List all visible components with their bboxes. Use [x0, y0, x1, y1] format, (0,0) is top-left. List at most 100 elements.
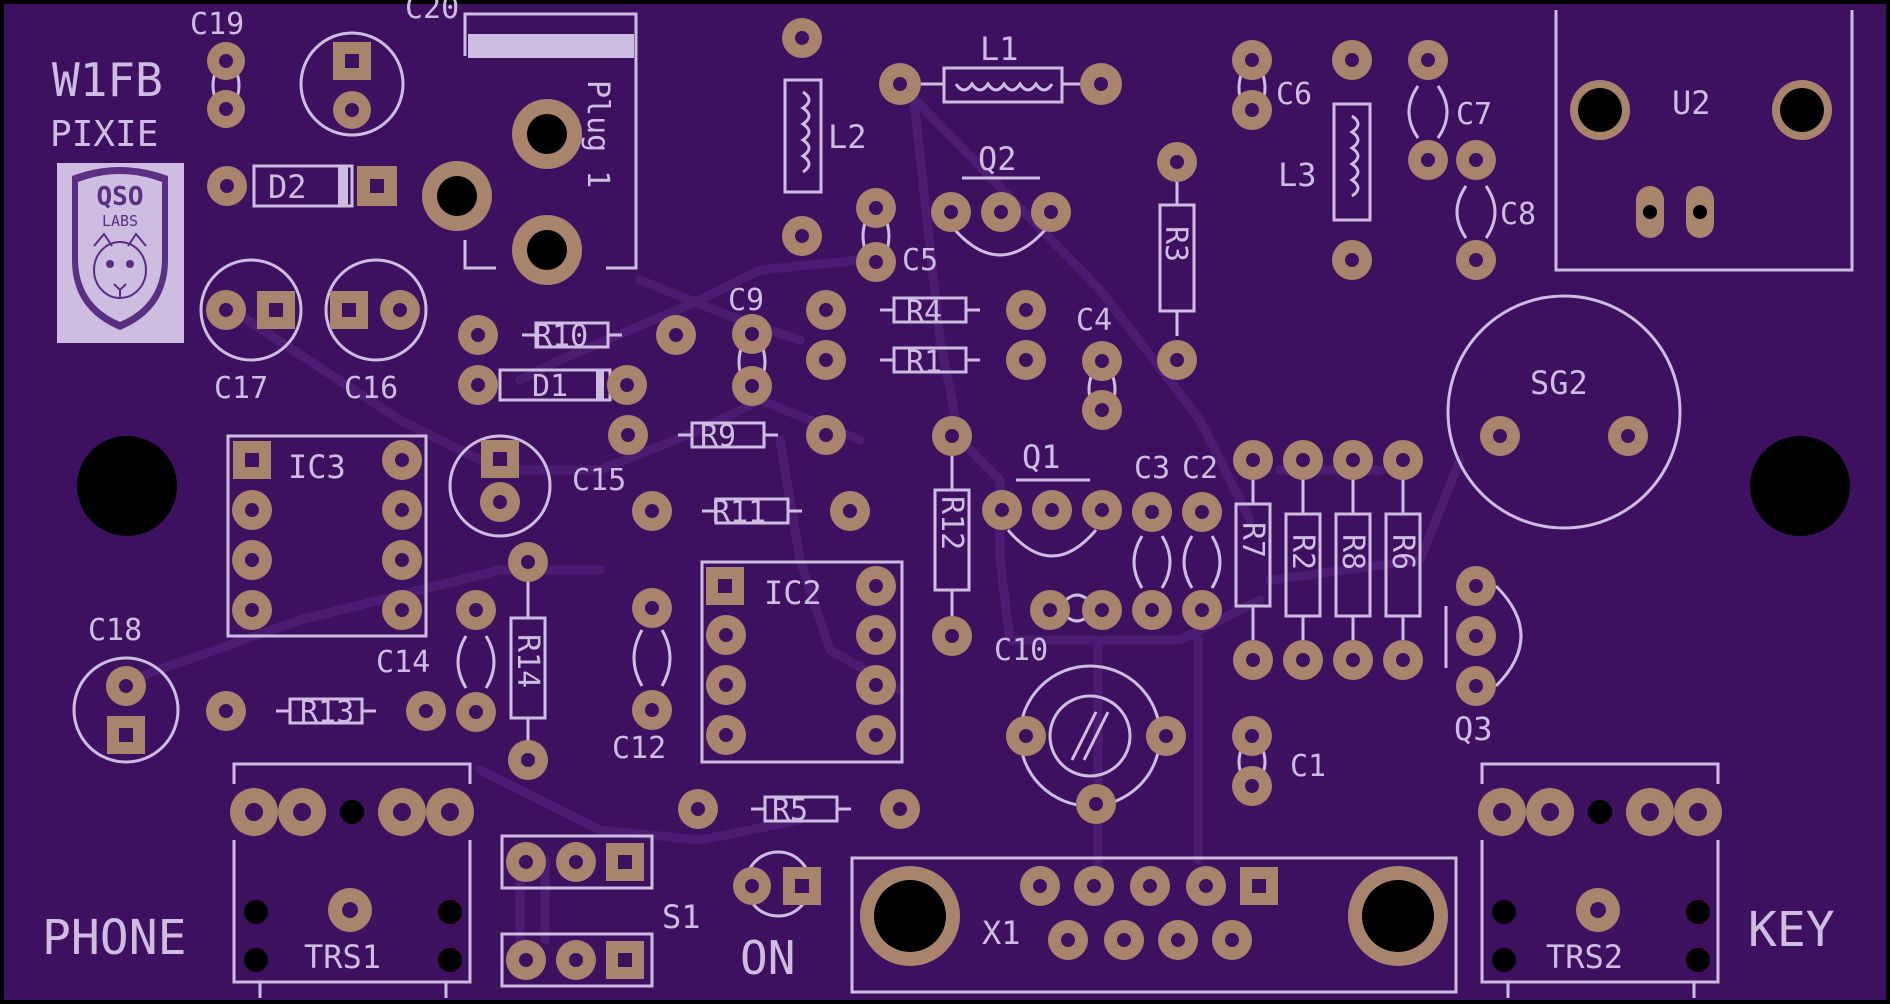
- trs2-label: TRS2: [1546, 938, 1623, 976]
- callsign-label: W1FB: [52, 53, 163, 107]
- c12-label: C12: [612, 731, 666, 766]
- capacitor-c2: [1182, 492, 1222, 630]
- capacitor-c14: C15: [448, 434, 626, 538]
- transistor-q2: Q2: [931, 140, 1071, 257]
- inductor-l3: L3: [1278, 40, 1372, 280]
- x1-label: X1: [982, 914, 1021, 952]
- inductor-l2: L2: [782, 18, 867, 256]
- capacitor-c17: C18: [72, 613, 180, 764]
- c15-label: C16: [344, 371, 398, 406]
- capacitor-c4: C4: [1076, 303, 1122, 430]
- transistor-q3: Q3: [1444, 566, 1523, 748]
- q3-label: Q3: [1454, 710, 1493, 748]
- r14-label: R14: [510, 634, 545, 688]
- c7-label: C7: [1456, 97, 1492, 132]
- c1-label: C1: [1290, 749, 1326, 784]
- ic3-chip: IC3: [226, 434, 428, 638]
- cheetah-head-icon: [93, 232, 147, 299]
- capacitor-c20: [299, 31, 405, 137]
- capacitor-c1: C1: [1232, 716, 1326, 806]
- c16-label: C17: [214, 371, 268, 406]
- capacitor-c9: C9: [728, 283, 772, 406]
- logo-line1: QSO: [97, 182, 144, 212]
- r4-label: R4: [906, 295, 942, 330]
- led-on-indicator: ON: [733, 850, 821, 985]
- resistor-r6: R6: [1383, 440, 1423, 680]
- capacitor-c19: [207, 42, 245, 128]
- resistor-r3: R3: [1157, 142, 1197, 380]
- x1-db9-connector: X1: [850, 856, 1458, 994]
- resistor-r14: R14: [508, 542, 548, 780]
- r8-label: R8: [1335, 534, 1370, 570]
- trs2-jack: TRS2: [1478, 762, 1722, 998]
- s1-label: S1: [662, 898, 701, 936]
- resistor-r4: R4: [806, 290, 1046, 330]
- u2-label: U2: [1672, 84, 1711, 122]
- capacitor-c16: C17: [199, 258, 303, 406]
- r1-label: R1: [906, 345, 942, 380]
- q2-label: Q2: [978, 140, 1017, 178]
- qso-labs-logo: QSO LABS: [57, 163, 184, 343]
- resistor-r8: R8: [1333, 440, 1373, 680]
- switch-s1: S1: [500, 834, 701, 988]
- on-label: ON: [740, 931, 795, 985]
- r7-label: R7: [1235, 522, 1270, 558]
- ic3-label: IC3: [288, 448, 346, 486]
- capacitor-c7: C7: [1407, 40, 1492, 180]
- trimmer-potentiometer: [1006, 664, 1186, 824]
- resistor-r5: R5: [678, 789, 920, 829]
- capacitor-c18: C14: [376, 590, 496, 732]
- c18-label: C14: [376, 645, 430, 680]
- r3-label: R3: [1158, 226, 1193, 262]
- d2-label: D2: [268, 168, 307, 206]
- capacitor-c12: C12: [612, 588, 672, 766]
- l3-label: L3: [1278, 156, 1317, 194]
- c19-label: C19: [190, 7, 244, 42]
- project-name-label: PIXIE: [50, 114, 158, 155]
- c8-label: C8: [1500, 197, 1536, 232]
- resistor-r10: R10: [458, 315, 696, 355]
- capacitor-c3: [1132, 492, 1172, 630]
- q1-label: Q1: [1022, 438, 1061, 476]
- resistor-r2: R2: [1283, 440, 1323, 680]
- diode-d2: D2: [207, 164, 397, 208]
- r9-label: R9: [700, 419, 736, 454]
- ic2-label: IC2: [764, 574, 822, 612]
- capacitor-c5: C5: [856, 188, 938, 282]
- c10-label: C10: [994, 633, 1048, 668]
- r11-label: R11: [712, 495, 766, 530]
- mounting-hole-left: [77, 436, 177, 536]
- c5-label: C5: [902, 243, 938, 278]
- r5-label: R5: [772, 793, 808, 828]
- plug1-label: Plug 1: [580, 80, 615, 188]
- u2-module: U2: [1554, 10, 1854, 272]
- r13-label: R13: [300, 695, 354, 730]
- trs1-jack: TRS1: [230, 762, 474, 998]
- resistor-r9: R9: [608, 415, 846, 455]
- key-label: KEY: [1748, 902, 1835, 958]
- c2-label: C2: [1182, 451, 1218, 486]
- c3-label: C3: [1134, 451, 1170, 486]
- c17-label: C18: [88, 613, 142, 648]
- c20-label: C20: [405, 0, 459, 26]
- capacitor-c15: C16: [324, 258, 428, 406]
- capacitor-c10: C10: [994, 590, 1122, 668]
- resistor-r13: R13: [206, 691, 446, 731]
- resistor-r7: R7: [1233, 440, 1273, 680]
- transistor-q1: Q1: [982, 438, 1122, 558]
- logo-line2: LABS: [102, 212, 138, 230]
- c9-label: C9: [728, 283, 764, 318]
- d1-label: D1: [532, 369, 568, 404]
- resistor-r1: R1: [806, 340, 1046, 380]
- r10-label: R10: [534, 319, 588, 354]
- ic2-chip: IC2: [700, 560, 904, 764]
- l2-label: L2: [828, 118, 867, 156]
- trs1-label: TRS1: [304, 938, 381, 976]
- c14-label: C15: [572, 463, 626, 498]
- r12-label: R12: [934, 496, 969, 550]
- capacitor-c6: C6: [1232, 40, 1312, 130]
- sg2-spark-gap: SG2: [1446, 294, 1682, 530]
- r6-label: R6: [1385, 534, 1420, 570]
- c4-label: C4: [1076, 303, 1112, 338]
